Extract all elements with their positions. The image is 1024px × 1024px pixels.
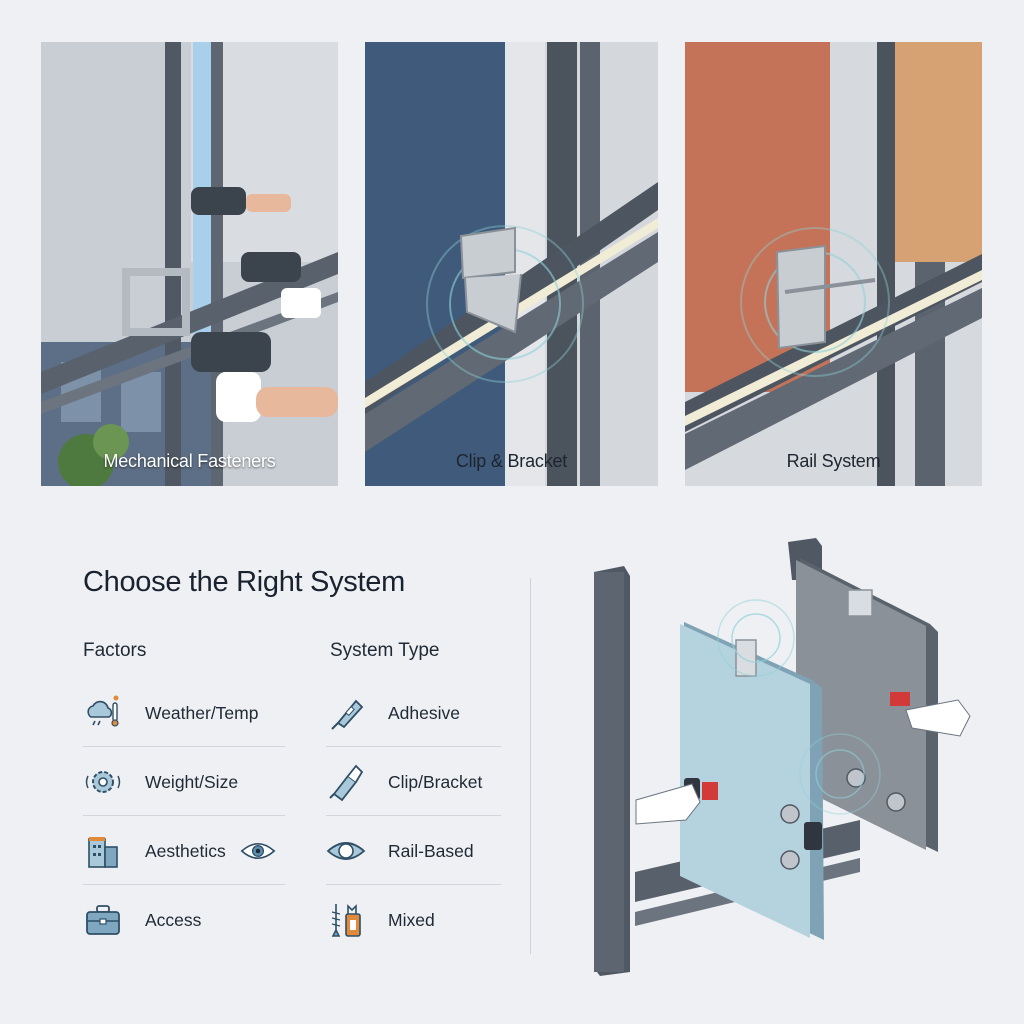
system-type-title: System Type bbox=[330, 640, 440, 661]
rail-system-scene-illustration bbox=[685, 42, 982, 486]
factor-item-weight: Weight/Size bbox=[83, 749, 285, 816]
adhesive-tube-icon bbox=[326, 693, 366, 733]
system-item-mixed: Mixed bbox=[326, 887, 501, 953]
system-item-adhesive: Adhesive bbox=[326, 680, 501, 747]
factor-item-weather: Weather/Temp bbox=[83, 680, 285, 747]
column-divider bbox=[530, 578, 531, 954]
system-label: Mixed bbox=[388, 909, 435, 930]
clip-bracket-scene-illustration bbox=[365, 42, 658, 486]
factor-label: Weather/Temp bbox=[145, 702, 259, 723]
factors-title: Factors bbox=[83, 640, 147, 661]
factor-label: Weight/Size bbox=[145, 771, 239, 792]
panel-label: Mechanical Fasteners bbox=[103, 451, 276, 471]
system-label: Adhesive bbox=[388, 702, 460, 723]
factor-label: Aesthetics bbox=[145, 840, 226, 861]
drill-scene-illustration bbox=[41, 42, 338, 486]
toolbox-icon bbox=[83, 900, 123, 940]
gear-icon bbox=[83, 762, 123, 802]
panel-label: Clip & Bracket bbox=[455, 451, 568, 471]
factor-label: Access bbox=[145, 909, 202, 930]
panel-rail-system: Rail System bbox=[685, 42, 982, 486]
factor-item-aesthetics: Aesthetics bbox=[83, 818, 285, 885]
eye-icon bbox=[326, 831, 366, 871]
panel-clip-bracket: Clip & Bracket bbox=[365, 42, 658, 486]
weather-icon bbox=[83, 693, 123, 733]
factor-item-access: Access bbox=[83, 887, 285, 953]
panel-mechanical-fasteners: Mechanical Fasteners bbox=[41, 42, 338, 486]
eye-icon bbox=[240, 837, 280, 865]
screw-tools-icon bbox=[326, 900, 366, 940]
system-item-clip-bracket: Clip/Bracket bbox=[326, 749, 501, 816]
clip-icon bbox=[326, 762, 366, 802]
panel-mounting-diagram bbox=[594, 538, 971, 976]
building-icon bbox=[83, 831, 123, 871]
system-label: Rail-Based bbox=[388, 840, 474, 861]
section-heading: Choose the Right System bbox=[83, 566, 405, 598]
system-item-rail-based: Rail-Based bbox=[326, 818, 501, 885]
system-label: Clip/Bracket bbox=[388, 771, 483, 792]
panel-installation-illustration bbox=[560, 520, 1000, 990]
panel-label: Rail System bbox=[786, 451, 881, 471]
